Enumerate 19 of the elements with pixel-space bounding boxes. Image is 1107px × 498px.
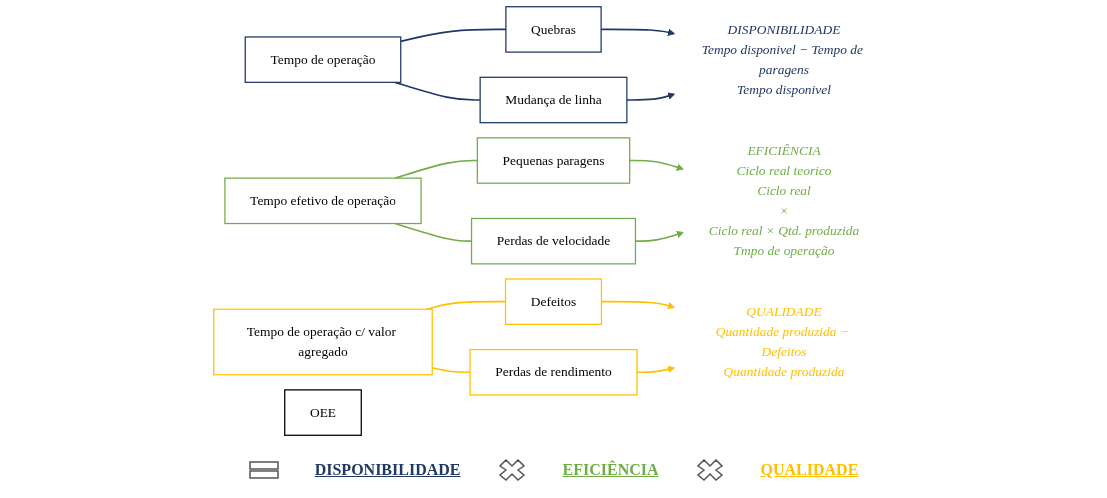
node-text: QUALIDADE Quantidade produzida − Defeitos Quantidade produzida [715,304,849,379]
node-box: Pequenas paragens [476,137,631,184]
node-box: Tempo efetivo de operação [224,177,422,225]
connector [394,81,481,101]
node-box: Defeitos [504,278,603,325]
metric-label: EFICIÊNCIA [562,461,659,479]
node-box: Tempo de operação [244,36,402,83]
arrow [636,365,676,374]
arrow [626,92,676,101]
node-text: DISPONIBILIDADE Tempo disponivel − Tempo de paragens Tempo disponivel [701,21,863,97]
node-box: Tempo de operação c/ valor agregado [213,308,433,376]
node-text: EFICIÊNCIA Ciclo real teorico Ciclo real × Ciclo real × Qtd. produzida Tmpo de operação [708,142,860,258]
node-box: Perdas de velocidade [470,217,637,265]
node-box: Mudança de linha [479,76,628,124]
metric-label: QUALIDADE [760,461,859,479]
node-box: Perdas de rendimento [469,348,638,396]
node-box: OEE [284,389,362,436]
metric-label: DISPONIBILIDADE [314,461,461,479]
node-box: Quebras [505,6,602,53]
